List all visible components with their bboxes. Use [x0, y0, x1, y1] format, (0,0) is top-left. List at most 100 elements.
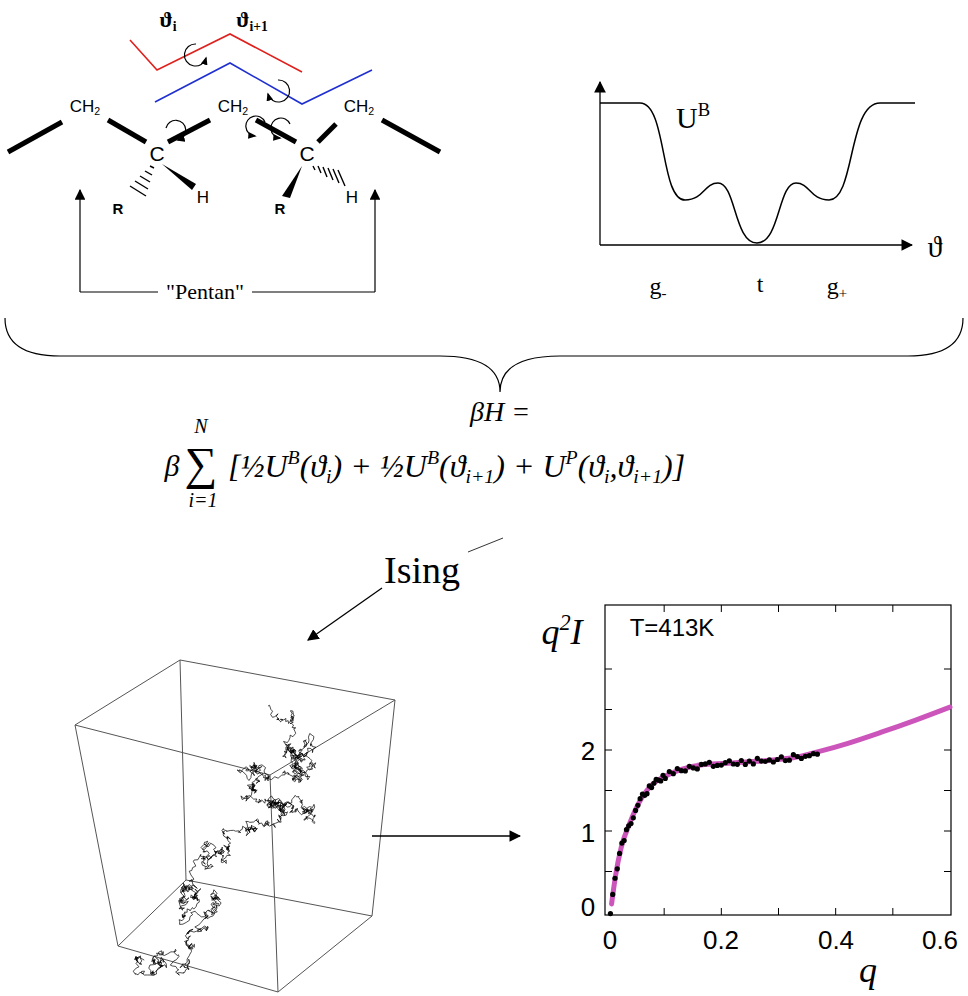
plot-frame — [605, 605, 951, 915]
data-point — [683, 768, 688, 773]
formula-part: [½UB(ϑi) + ½UB(ϑi+1) + UP(ϑi,ϑi+1)] — [228, 450, 685, 482]
potential-label: UB — [676, 103, 710, 133]
tick-mark — [835, 605, 836, 612]
tick-mark — [664, 605, 665, 612]
data-point — [622, 838, 627, 843]
chain-path — [133, 705, 316, 975]
sum-sign: ∑ — [185, 441, 218, 487]
solid-wedge — [282, 166, 302, 198]
tick-label: 0.6 — [922, 927, 958, 953]
model-label: Ising — [384, 551, 460, 589]
pentane-bracket — [80, 190, 375, 292]
data-point — [615, 866, 620, 871]
atom-label: H — [346, 189, 358, 206]
result-arrow — [372, 835, 520, 836]
fit-curve — [612, 707, 950, 904]
atom-label: H — [197, 189, 209, 206]
tick-mark — [605, 750, 612, 751]
tick-mark — [778, 908, 779, 915]
tick-mark — [605, 790, 612, 791]
bond-zigzag-blue — [155, 63, 372, 104]
atom-label: C — [299, 143, 314, 164]
tick-label: 0.2 — [703, 927, 739, 953]
data-point — [658, 778, 663, 783]
plot-ticks — [605, 605, 951, 915]
tick-mark — [605, 669, 612, 670]
axis-label: ϑ — [928, 232, 943, 262]
rotation-arrow — [184, 44, 206, 66]
tick-mark — [892, 908, 893, 915]
tick-mark — [944, 790, 951, 791]
data-point — [707, 760, 712, 765]
scattering-data — [608, 707, 950, 916]
data-point — [633, 808, 638, 813]
tick-mark — [605, 709, 612, 710]
state-label: g+ — [827, 274, 847, 298]
atom-label: C — [149, 143, 164, 164]
data-point — [735, 762, 740, 767]
curly-brace — [5, 318, 963, 392]
bond-zigzag-red — [130, 34, 302, 72]
group-label: CH2 — [70, 98, 100, 115]
backbone-bonds — [8, 120, 440, 152]
data-point — [638, 796, 643, 801]
hashed-wedge — [313, 166, 345, 186]
tick-mark — [605, 831, 612, 832]
theta-label: ϑi — [160, 9, 177, 31]
axis-label: q — [859, 952, 877, 988]
tick-mark — [892, 605, 893, 612]
data-point — [628, 821, 633, 826]
data-point — [695, 766, 700, 771]
chain-configuration — [133, 705, 316, 975]
theta-label: ϑi+1 — [236, 9, 268, 31]
torsion-potential-curve — [600, 103, 915, 243]
sum-limit: i=1 — [188, 490, 217, 510]
simulation-box — [75, 660, 395, 992]
hashed-wedge — [130, 166, 154, 196]
tick-label: 2 — [581, 738, 595, 764]
tick-label: 0 — [581, 894, 595, 920]
tick-label: 0.4 — [818, 927, 854, 953]
data-point — [751, 761, 756, 766]
condition-label: T=413K — [630, 616, 715, 640]
data-point — [663, 776, 668, 781]
data-point — [815, 752, 820, 757]
tick-mark — [605, 871, 612, 872]
data-point — [739, 758, 744, 763]
data-point — [635, 803, 640, 808]
data-point — [617, 851, 622, 856]
state-label: g- — [650, 274, 667, 298]
tick-mark — [664, 908, 665, 915]
tick-mark — [944, 831, 951, 832]
group-label: CH2 — [218, 98, 248, 115]
tick-mark — [944, 871, 951, 872]
data-point — [608, 911, 613, 916]
data-point — [610, 892, 615, 897]
tick-mark — [721, 908, 722, 915]
hamiltonian-label: βH = — [470, 398, 530, 426]
atom-label: R — [113, 201, 124, 216]
leader-line — [468, 538, 503, 552]
data-point — [779, 754, 784, 759]
data-point — [612, 876, 617, 881]
sum-limit: N — [194, 416, 207, 436]
data-point — [644, 791, 649, 796]
state-label: t — [757, 272, 764, 296]
bracket-label: "Pentan" — [166, 281, 244, 303]
solid-wedge — [162, 164, 196, 190]
tick-mark — [944, 669, 951, 670]
tick-mark — [721, 605, 722, 612]
data-point — [787, 758, 792, 763]
tick-label: 0 — [603, 927, 617, 953]
axis-label: q2I — [541, 614, 582, 650]
data-point — [671, 771, 676, 776]
tick-mark — [944, 750, 951, 751]
formula-part: β — [165, 451, 180, 481]
atom-label: R — [275, 201, 286, 216]
ising-arrow — [308, 588, 382, 640]
tick-mark — [778, 605, 779, 612]
data-point — [743, 762, 748, 767]
group-label: CH2 — [344, 98, 374, 115]
